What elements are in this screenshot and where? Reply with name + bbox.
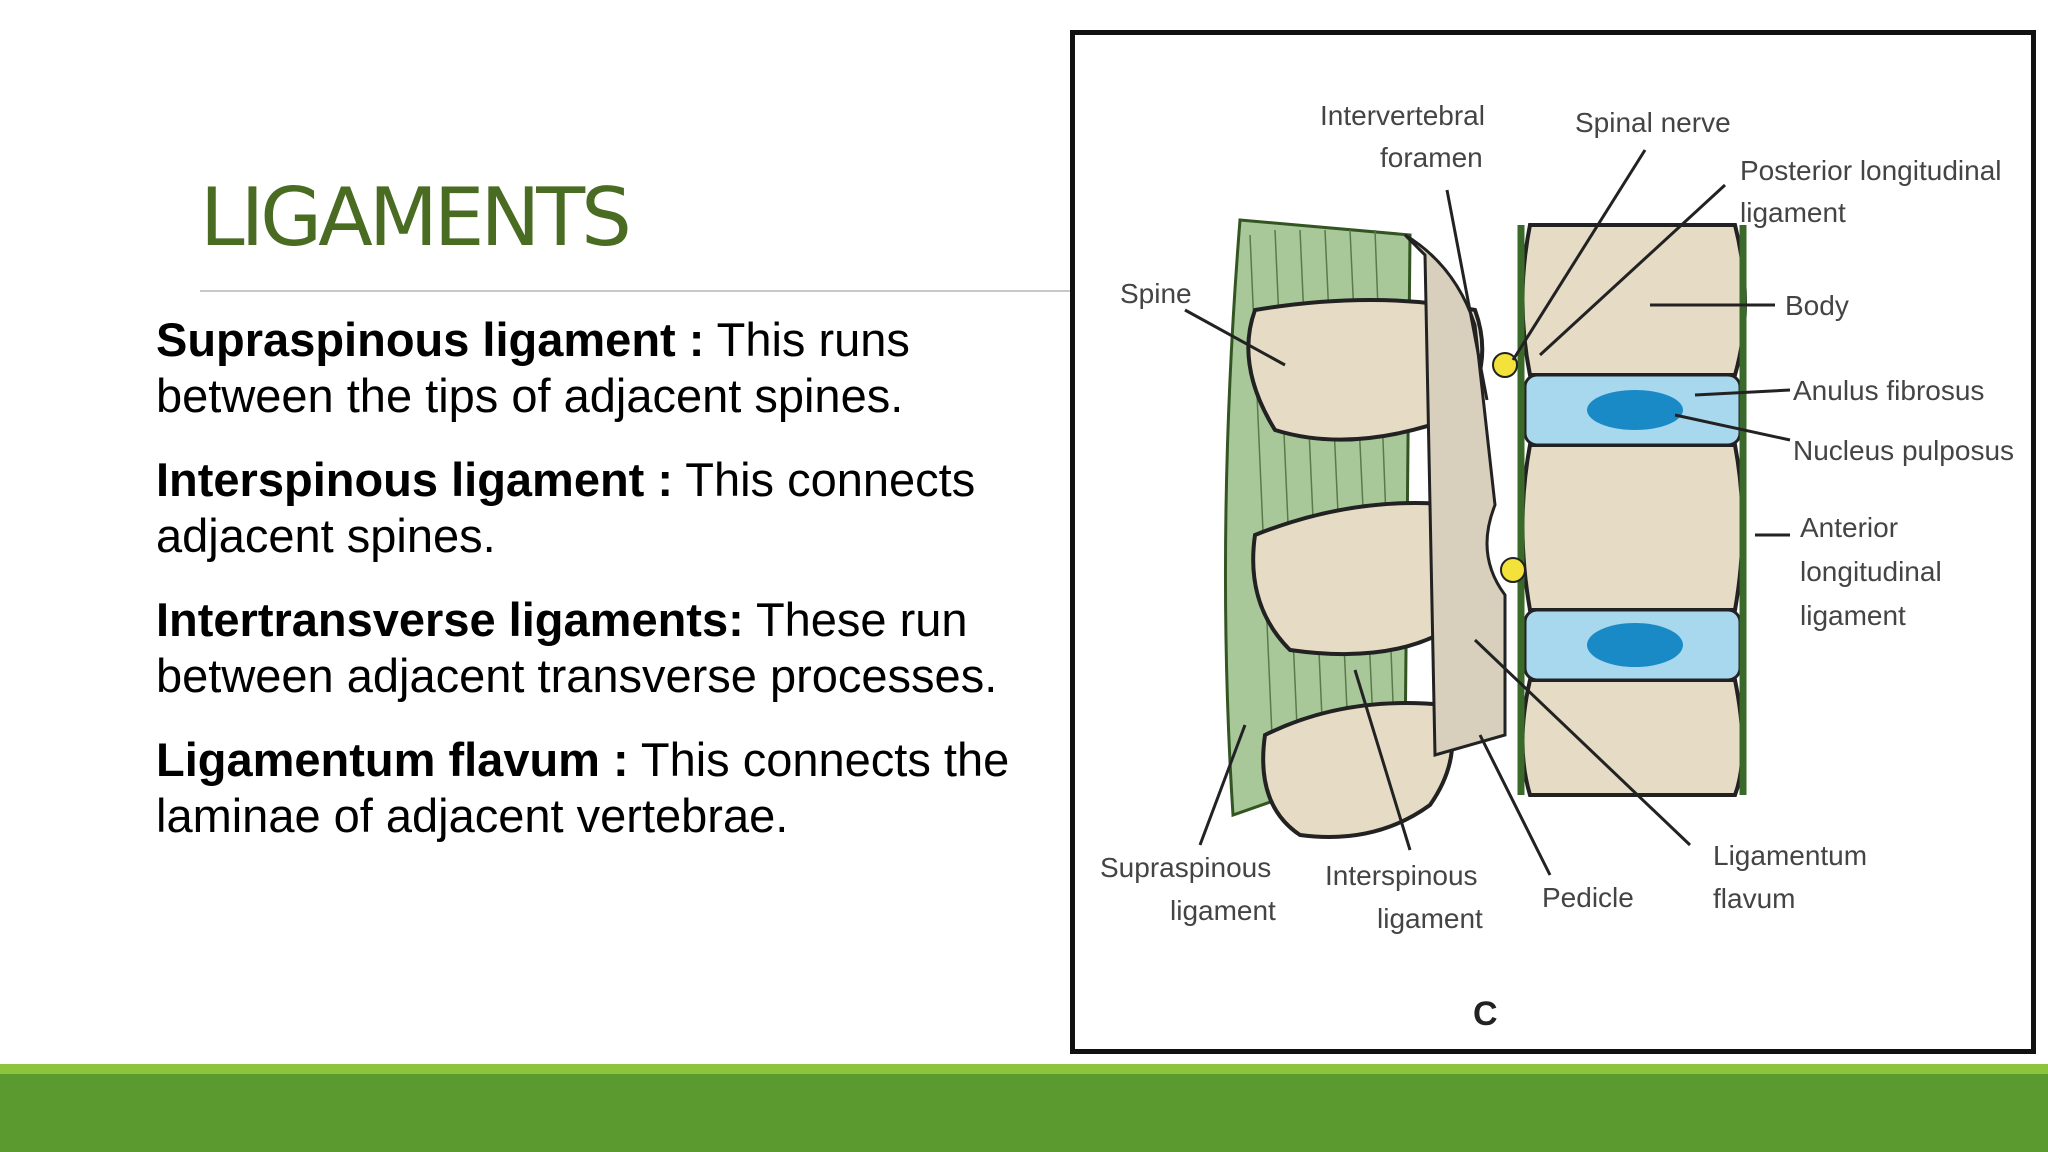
desc-flavum-1: This connects the — [628, 733, 1010, 786]
spinous-process-3 — [1261, 701, 1455, 839]
title-divider — [200, 290, 1080, 292]
nucleus-pulposus-1 — [1587, 390, 1683, 430]
spinal-nerve-2 — [1500, 557, 1526, 583]
vertebral-body-2 — [1520, 443, 1745, 612]
desc-intertransverse-1: These run — [743, 593, 968, 646]
label-spine: Spine — [1120, 278, 1192, 309]
leader-lines — [1184, 149, 1791, 876]
desc-interspinous-1: This connects — [673, 453, 976, 506]
label-spinal-nerve: Spinal nerve — [1575, 107, 1731, 138]
label-anulus-fibrosus: Anulus fibrosus — [1793, 375, 1984, 406]
ligament-descriptions: Supraspinous ligament : This runs betwee… — [156, 312, 1076, 872]
label-supraspinous-2: ligament — [1170, 895, 1276, 926]
label-intervertebral-foramen-1: Intervertebral — [1320, 100, 1485, 131]
term-interspinous: Interspinous ligament : — [156, 453, 674, 506]
label-intervertebral-foramen-2: foramen — [1380, 142, 1483, 173]
label-body: Body — [1785, 290, 1849, 321]
footer-accent-stripe — [0, 1064, 2048, 1074]
desc-interspinous-2: adjacent spines. — [156, 509, 496, 562]
desc-supraspinous-2: between the tips of adjacent spines. — [156, 369, 904, 422]
paragraph-intertransverse: Intertransverse ligaments: These run bet… — [156, 592, 1076, 704]
paragraph-supraspinous: Supraspinous ligament : This runs betwee… — [156, 312, 1076, 424]
label-ligamentum-flavum-2: flavum — [1713, 883, 1795, 914]
label-supraspinous-1: Supraspinous — [1100, 852, 1271, 883]
spine-ligament-figure: Intervertebral foramen Spinal nerve Post… — [1070, 30, 2036, 1054]
desc-flavum-2: laminae of adjacent vertebrae. — [156, 789, 789, 842]
term-supraspinous: Supraspinous ligament : — [156, 313, 705, 366]
label-panel-letter: C — [1473, 995, 1498, 1033]
label-nucleus-pulposus: Nucleus pulposus — [1793, 435, 2014, 466]
term-flavum: Ligamentum flavum : — [156, 733, 629, 786]
term-intertransverse: Intertransverse ligaments: — [156, 593, 744, 646]
label-anterior-longitudinal-1: Anterior — [1800, 512, 1898, 543]
label-anterior-longitudinal-3: ligament — [1800, 600, 1906, 631]
label-posterior-longitudinal-2: ligament — [1740, 197, 1846, 228]
paragraph-flavum: Ligamentum flavum : This connects the la… — [156, 732, 1076, 844]
label-interspinous-2: ligament — [1377, 903, 1483, 934]
footer-bar — [0, 1074, 2048, 1152]
label-pedicle: Pedicle — [1542, 882, 1634, 913]
label-posterior-longitudinal-1: Posterior longitudinal — [1740, 155, 2002, 186]
paragraph-interspinous: Interspinous ligament : This connects ad… — [156, 452, 1076, 564]
nucleus-pulposus-2 — [1587, 623, 1683, 667]
slide-title: LIGAMENTS — [200, 171, 632, 264]
label-interspinous-1: Interspinous — [1325, 860, 1478, 891]
vertebral-body-3 — [1520, 678, 1745, 797]
label-anterior-longitudinal-2: longitudinal — [1800, 556, 1942, 587]
spine-diagram: Intervertebral foramen Spinal nerve Post… — [1100, 100, 2014, 1033]
spinal-nerve-1 — [1492, 352, 1518, 378]
desc-intertransverse-2: between adjacent transverse processes. — [156, 649, 998, 702]
desc-supraspinous-1: This runs — [704, 313, 910, 366]
label-ligamentum-flavum-1: Ligamentum — [1713, 840, 1867, 871]
laminae-region — [1403, 233, 1507, 757]
vertebral-body-1 — [1520, 223, 1747, 377]
